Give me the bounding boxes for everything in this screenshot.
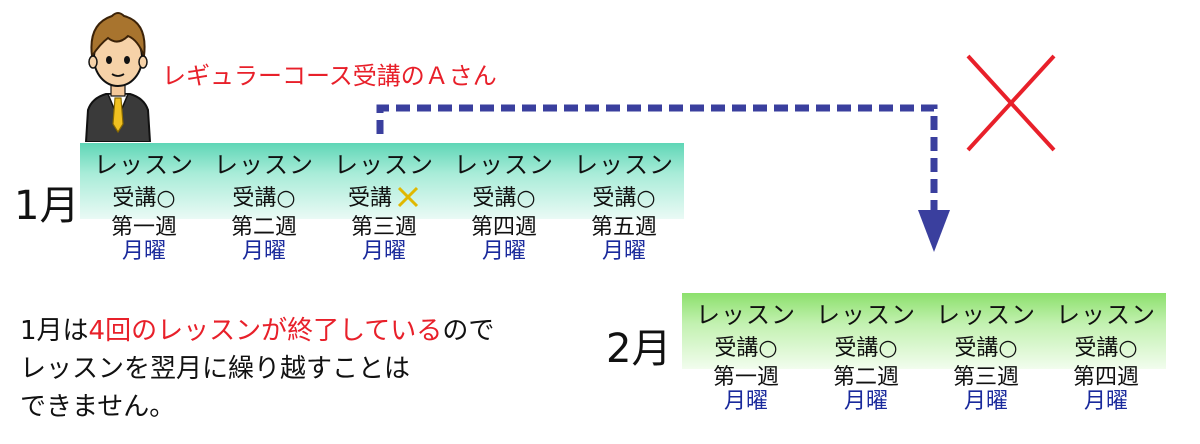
attendance-status: 受講○: [112, 186, 176, 211]
week-label: 第五週: [590, 215, 657, 240]
weekday-label: 月曜: [843, 389, 888, 414]
lesson-label: レッスン: [574, 151, 674, 179]
february-lesson-band: [682, 293, 1166, 369]
january-column-3: レッスン受講第三週月曜: [324, 148, 444, 264]
attendance-status: 受講○: [954, 336, 1018, 361]
january-lesson-band: [80, 143, 684, 219]
january-month-label: 1月: [14, 183, 80, 229]
february-column-1: レッスン受講○ 第一週月曜: [686, 298, 806, 414]
weekday-label: 月曜: [361, 239, 406, 264]
lesson-label: レッスン: [1056, 301, 1156, 329]
february-month-label: 2月: [606, 326, 672, 372]
week-label: 第一週: [110, 215, 177, 240]
weekday-label: 月曜: [723, 389, 768, 414]
course-label: レギュラーコース受講のＡさん: [162, 62, 497, 90]
attended-mark: ○: [156, 186, 176, 211]
carry-over-note: 1月は4回のレッスンが終了しているので レッスンを翌月に繰り越すことは できませ…: [20, 312, 494, 426]
note-line-1: 1月は4回のレッスンが終了しているので: [20, 316, 495, 346]
february-column-4: レッスン受講○ 第四週月曜: [1046, 298, 1166, 414]
note-highlight: 4回のレッスンが終了している: [88, 316, 443, 346]
week-label: 第四週: [1072, 365, 1139, 390]
week-label: 第一週: [712, 365, 779, 390]
weekday-label: 月曜: [121, 239, 166, 264]
lesson-label: レッスン: [94, 151, 194, 179]
note-line-3: できません。: [20, 392, 176, 422]
attended-mark: ○: [276, 186, 296, 211]
attendance-status: 受講○: [592, 186, 656, 211]
weekday-label: 月曜: [481, 239, 526, 264]
week-label: 第四週: [470, 215, 537, 240]
lesson-label: レッスン: [334, 151, 434, 179]
arrow-head-icon: [918, 210, 950, 252]
attendance-status: 受講: [324, 182, 444, 216]
student-avatar-icon: [84, 12, 152, 142]
yellow-x-icon: [397, 186, 419, 208]
weekday-label: 月曜: [963, 389, 1008, 414]
attended-mark: ○: [998, 336, 1018, 361]
weekday-label: 月曜: [241, 239, 286, 264]
attendance-status: 受講○: [834, 336, 898, 361]
lesson-label: レッスン: [936, 301, 1036, 329]
january-column-5: レッスン受講○ 第五週月曜: [564, 148, 684, 264]
lesson-label: レッスン: [696, 301, 796, 329]
attended-mark: ○: [636, 186, 656, 211]
attendance-status: 受講○: [714, 336, 778, 361]
attendance-status: 受講○: [472, 186, 536, 211]
lesson-label: レッスン: [214, 151, 314, 179]
lesson-label: レッスン: [454, 151, 554, 179]
january-column-1: レッスン受講○ 第一週月曜: [84, 148, 204, 264]
note-line-2: レッスンを翌月に繰り越すことは: [20, 354, 411, 384]
attended-mark: ○: [1118, 336, 1138, 361]
attended-mark: ○: [516, 186, 536, 211]
week-label: 第二週: [230, 215, 297, 240]
january-column-2: レッスン受講○ 第二週月曜: [204, 148, 324, 264]
january-column-4: レッスン受講○ 第四週月曜: [444, 148, 564, 264]
week-label: 第三週: [350, 215, 417, 240]
february-column-2: レッスン受講○ 第二週月曜: [806, 298, 926, 414]
weekday-label: 月曜: [1083, 389, 1128, 414]
attendance-status: 受講○: [232, 186, 296, 211]
weekday-label: 月曜: [601, 239, 646, 264]
attended-mark: ○: [878, 336, 898, 361]
february-column-3: レッスン受講○ 第三週月曜: [926, 298, 1046, 414]
lesson-label: レッスン: [816, 301, 916, 329]
attended-mark: ○: [758, 336, 778, 361]
red-x-cross-icon: [966, 54, 1056, 152]
week-label: 第二週: [832, 365, 899, 390]
attendance-status: 受講○: [1074, 336, 1138, 361]
week-label: 第三週: [952, 365, 1019, 390]
